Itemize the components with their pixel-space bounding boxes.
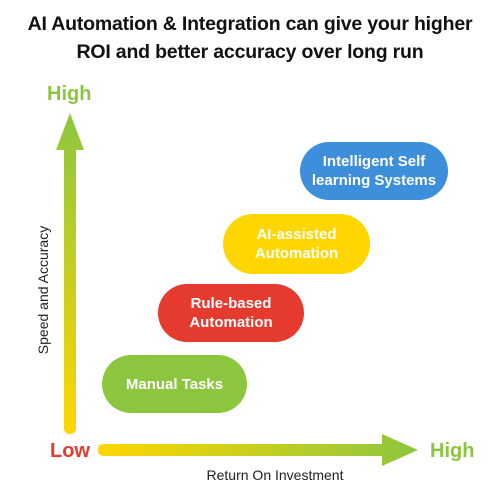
origin-low-label: Low bbox=[50, 440, 90, 462]
page-title: AI Automation & Integration can give you… bbox=[0, 10, 500, 66]
x-axis-high-label: High bbox=[430, 440, 475, 462]
title-line-2: ROI and better accuracy over long run bbox=[76, 41, 424, 63]
x-axis-title: Return On Investment bbox=[206, 467, 344, 483]
y-axis-title: Speed and Accuracy bbox=[35, 225, 51, 355]
stage-label-line-2: Automation bbox=[189, 314, 273, 331]
y-axis-high-label: High bbox=[47, 83, 92, 105]
stage-manual-tasks: Manual Tasks bbox=[102, 355, 247, 413]
y-axis-arrow bbox=[56, 113, 84, 434]
title-line-1: AI Automation & Integration can give you… bbox=[27, 13, 473, 35]
stage-label-line-2: Automation bbox=[254, 245, 339, 262]
stage-rule-based-automation: Rule-based Automation bbox=[158, 284, 304, 342]
stage-label-line-1: Manual Tasks bbox=[125, 375, 224, 393]
stage-intelligent-self-learning-systems: Intelligent Self learning Systems bbox=[300, 142, 448, 200]
stage-label-line-1: Intelligent Self bbox=[322, 153, 426, 170]
x-axis-arrow bbox=[98, 434, 418, 466]
stage-label-line-1: AI-assisted bbox=[256, 226, 337, 243]
stage-label-line-2: learning Systems bbox=[311, 172, 437, 189]
stage-ai-assisted-automation: AI-assisted Automation bbox=[223, 214, 370, 274]
stage-label-line-1: Rule-based bbox=[190, 295, 272, 312]
